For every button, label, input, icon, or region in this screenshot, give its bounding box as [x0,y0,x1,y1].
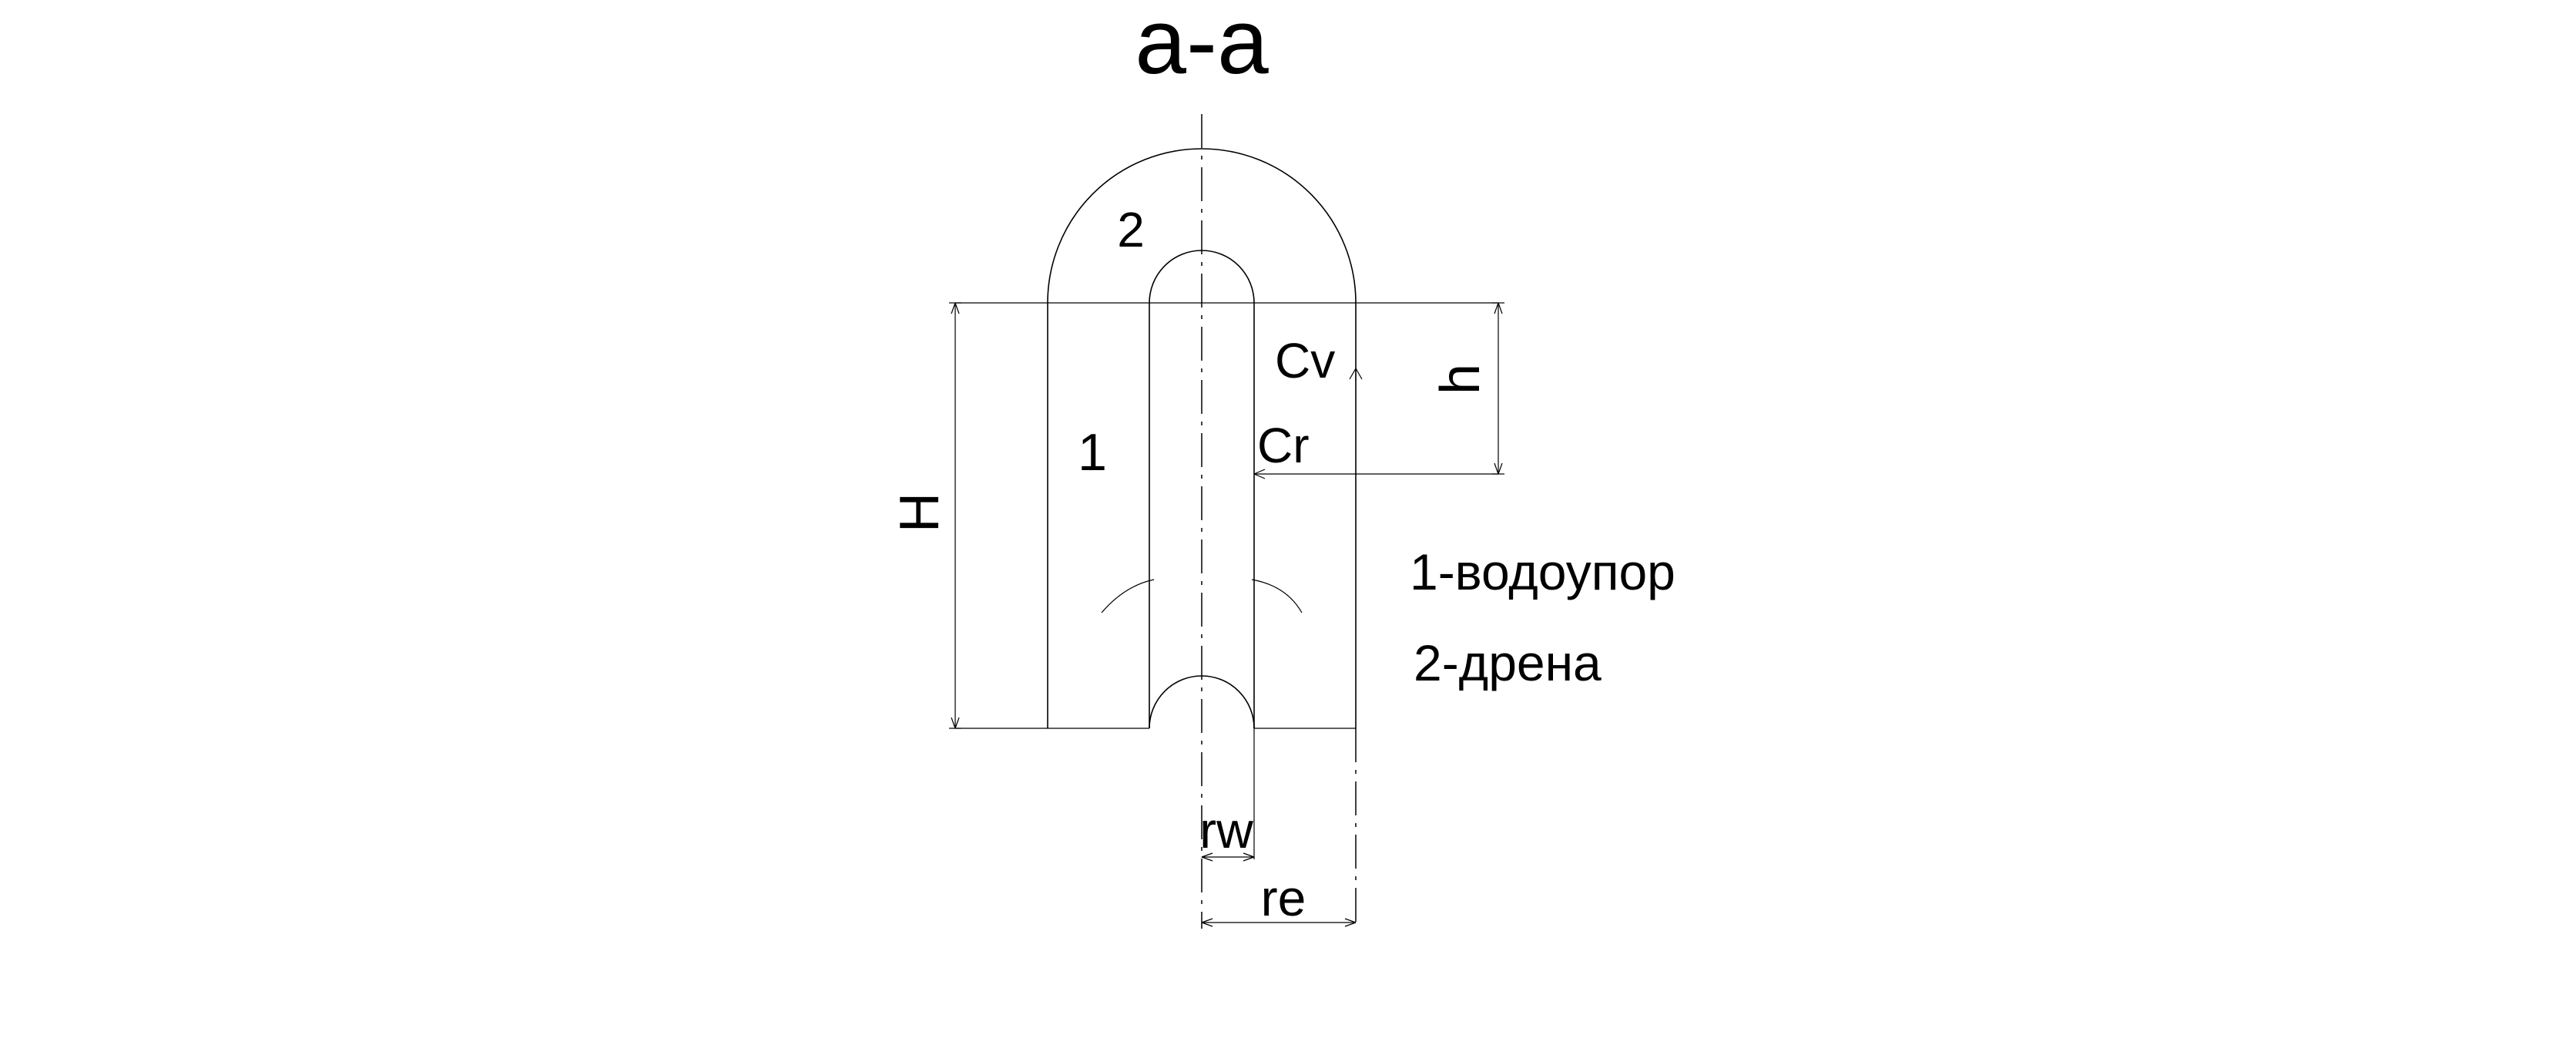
dimension-rw [1201,852,1255,862]
extension-lines [1253,728,1357,929]
dimension-H [949,302,961,729]
legend-item-2: 2-дрена [1414,634,1602,691]
cr-arrow [1253,469,1498,479]
dimension-re-label: re [1261,869,1306,926]
cr-label: Cr [1257,418,1310,473]
legend-item-1: 1-водоупор [1410,543,1675,600]
drain-well [1149,250,1255,729]
dimension-H-label: H [889,492,951,533]
section-title: а-а [1135,0,1269,93]
zone-1-label: 1 [1078,423,1107,482]
dimension-re [1201,918,1357,927]
flow-arcs [1101,579,1303,613]
zone-2-label: 2 [1117,202,1145,257]
cv-label: Cv [1275,333,1335,388]
dimension-h [1492,302,1504,475]
dimension-h-label: h [1430,364,1491,395]
dimension-rw-label: rw [1199,802,1253,859]
cv-arrow [1349,368,1363,381]
